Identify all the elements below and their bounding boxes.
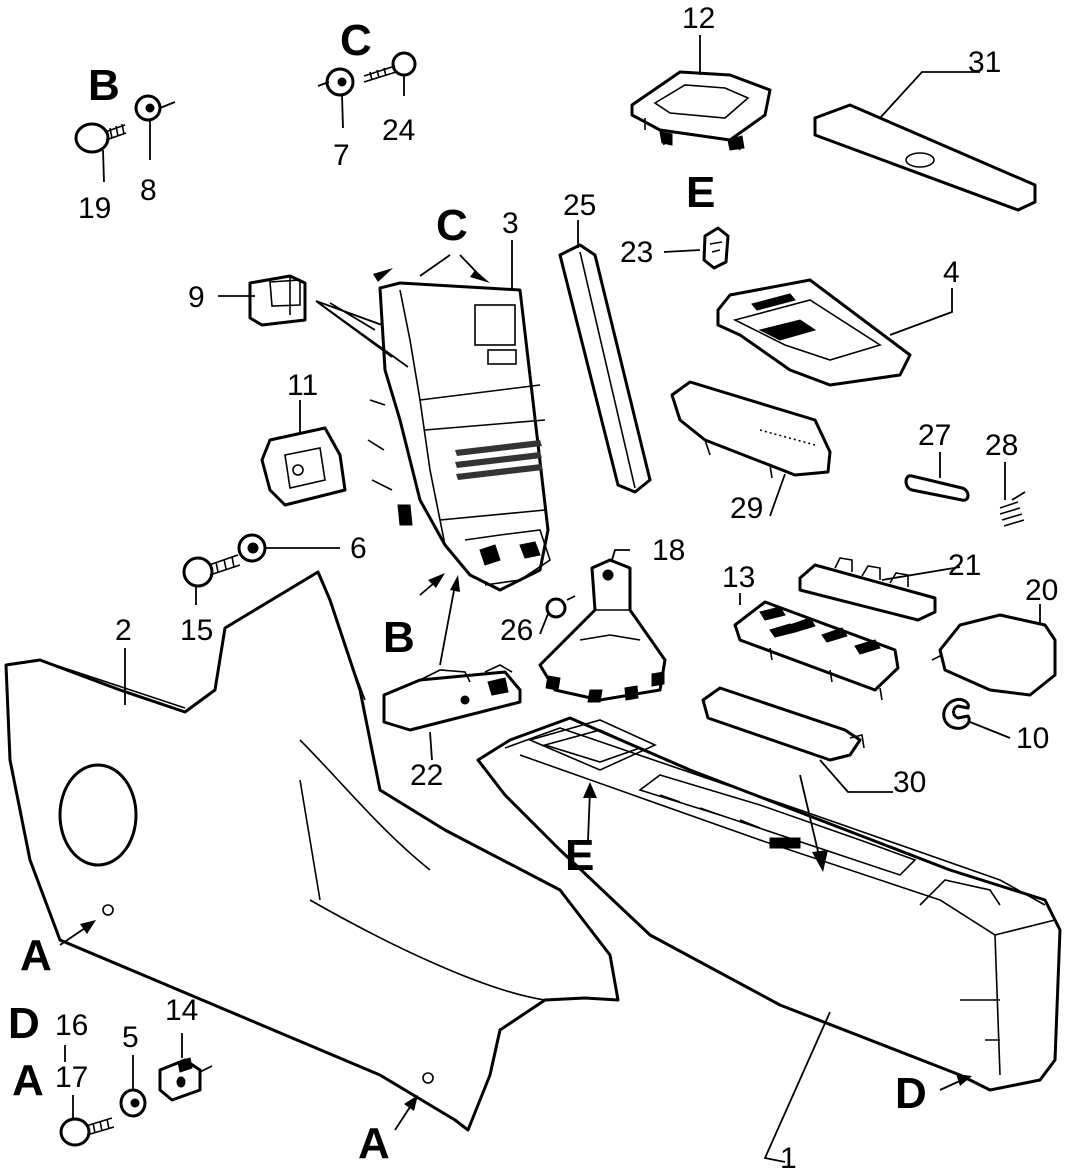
label-14: 14 bbox=[165, 994, 198, 1027]
part-18-lever-boot bbox=[538, 558, 667, 703]
label-26: 26 bbox=[500, 614, 533, 647]
label-5: 5 bbox=[122, 1021, 139, 1054]
letter-c-mid: C bbox=[436, 201, 468, 250]
label-31: 31 bbox=[968, 46, 1001, 79]
label-30: 30 bbox=[893, 766, 926, 799]
label-16: 16 bbox=[55, 1009, 88, 1042]
part-20-lid bbox=[931, 613, 1057, 697]
part-5-washer bbox=[119, 1088, 147, 1118]
part-19-screw bbox=[74, 122, 127, 154]
label-4: 4 bbox=[943, 256, 960, 289]
part-8-washer bbox=[134, 94, 162, 122]
letter-c-top: C bbox=[340, 16, 372, 65]
label-2: 2 bbox=[115, 614, 132, 647]
reference-letter-labels: B C E C B E A D A A D bbox=[8, 16, 927, 1168]
letter-d-left: D bbox=[8, 999, 40, 1048]
part-31-cover-strip bbox=[813, 103, 1037, 212]
label-7: 7 bbox=[333, 139, 350, 172]
letter-e-top: E bbox=[686, 168, 715, 217]
letter-a-bottom: A bbox=[358, 1119, 390, 1168]
label-25: 25 bbox=[563, 189, 596, 222]
letter-a-left: A bbox=[20, 931, 52, 980]
part-22-lower-bracket bbox=[382, 664, 522, 732]
part-3-center-bracket bbox=[367, 281, 551, 592]
part-27-pin bbox=[904, 474, 970, 502]
part-26-o-ring bbox=[545, 597, 567, 619]
leader-lines bbox=[64, 35, 1041, 1163]
label-23: 23 bbox=[620, 236, 653, 269]
reference-arrows bbox=[59, 254, 972, 1131]
part-number-labels: 12 31 24 7 19 8 25 3 23 4 9 11 27 28 29 … bbox=[55, 2, 1058, 1172]
label-11: 11 bbox=[287, 369, 318, 402]
label-12: 12 bbox=[682, 2, 715, 35]
label-8: 8 bbox=[140, 174, 157, 207]
label-22: 22 bbox=[410, 759, 443, 792]
part-13-switch-panel bbox=[733, 600, 900, 701]
label-24: 24 bbox=[382, 114, 415, 147]
part-17-screw bbox=[59, 1117, 115, 1147]
part-12-boot-frame bbox=[630, 70, 772, 151]
label-20: 20 bbox=[1025, 574, 1058, 607]
letter-e-mid: E bbox=[565, 831, 594, 880]
label-17: 17 bbox=[55, 1061, 88, 1094]
part-25-long-strip bbox=[558, 243, 652, 494]
label-29: 29 bbox=[730, 492, 763, 525]
label-1: 1 bbox=[780, 1142, 797, 1172]
part-10-clip-ring bbox=[942, 698, 971, 730]
label-9: 9 bbox=[188, 281, 205, 314]
part-23-bulb bbox=[702, 226, 730, 270]
label-10: 10 bbox=[1016, 722, 1049, 755]
part-6-washer bbox=[237, 533, 267, 563]
label-13: 13 bbox=[722, 561, 755, 594]
letter-a-lower-left: A bbox=[12, 1056, 44, 1105]
label-28: 28 bbox=[985, 429, 1018, 462]
part-24-screw bbox=[363, 51, 417, 83]
part-11-bracket-clip bbox=[260, 426, 347, 507]
label-19: 19 bbox=[78, 192, 111, 225]
letter-b-mid: B bbox=[383, 613, 415, 662]
part-15-screw bbox=[182, 554, 241, 588]
label-15: 15 bbox=[180, 614, 213, 647]
part-28-spring bbox=[999, 501, 1025, 527]
letter-d-right: D bbox=[895, 1069, 927, 1118]
letter-b-top: B bbox=[88, 61, 120, 110]
part-21-switch-strip bbox=[798, 557, 937, 622]
label-21: 21 bbox=[948, 549, 981, 582]
label-6: 6 bbox=[350, 532, 367, 565]
part-4-shift-indicator bbox=[716, 278, 912, 387]
part-7-washer bbox=[325, 67, 355, 97]
part-9-clip bbox=[248, 274, 307, 327]
label-3: 3 bbox=[502, 207, 519, 240]
part-29-cover bbox=[670, 380, 832, 479]
part-30-tray bbox=[701, 686, 865, 762]
label-18: 18 bbox=[652, 534, 685, 567]
part-1-center-console bbox=[476, 716, 1062, 1092]
part-2-side-panel bbox=[4, 570, 620, 1132]
part-14-nut bbox=[158, 1057, 202, 1102]
label-27: 27 bbox=[918, 419, 951, 452]
